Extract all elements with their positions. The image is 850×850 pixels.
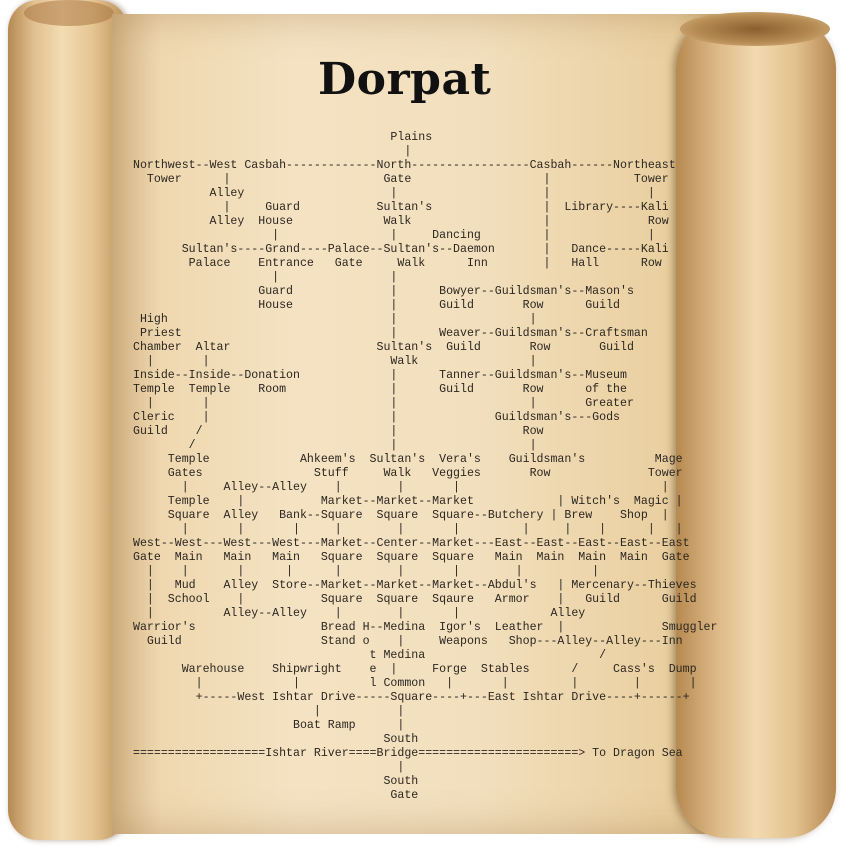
map-line: | Alley--Alley | | | Alley	[133, 607, 586, 620]
map-line: South	[133, 775, 419, 788]
map-line: |	[133, 145, 412, 158]
map-line: | | | | | | | | | | |	[133, 523, 683, 536]
map-line: Palace Entrance Gate Walk Inn | Hall Row	[133, 257, 662, 270]
map-line: Cleric | | Guildsman's---Gods	[133, 411, 621, 424]
map-line: t Medina /	[133, 649, 607, 662]
map-line: Inside--Inside--Donation | Tanner--Guild…	[133, 369, 627, 382]
map-line: | | l Common | | | | |	[133, 677, 697, 690]
map-title: Dorpat	[318, 54, 492, 105]
map-line: | Alley--Alley | | | |	[133, 481, 669, 494]
map-line: Priest | Weaver--Guildsman's--Craftsman	[133, 327, 648, 340]
scroll-left-roll-end	[24, 0, 114, 26]
map-line: | | Walk |	[133, 355, 537, 368]
scroll-left-roll	[8, 0, 128, 840]
map-line: / | |	[133, 439, 537, 452]
scroll-right-roll-end	[680, 12, 830, 46]
map-line: Sultan's----Grand----Palace--Sultan's--D…	[133, 243, 669, 256]
map-line: Northwest--West Casbah-------------North…	[133, 159, 676, 172]
map-line: | |	[133, 705, 405, 718]
parchment-sheet	[112, 14, 722, 834]
map-line: Gates Stuff Walk Veggies Row Tower	[133, 467, 683, 480]
map-line: Gate	[133, 789, 419, 802]
map-line: | Mud Alley Store--Market--Market--Marke…	[133, 579, 697, 592]
map-line: ===================Ishtar River====Bridg…	[133, 747, 683, 760]
map-line: | | | | Greater	[133, 397, 634, 410]
map-line: Tower | Gate | Tower	[133, 173, 669, 186]
map-line: Warrior's Bread H--Medina Igor's Leather…	[133, 621, 718, 634]
scroll-right-roll	[676, 18, 836, 838]
map-line: West--West---West---West---Market--Cente…	[133, 537, 690, 550]
map-line: Temple Ahkeem's Sultan's Vera's Guildsma…	[133, 453, 683, 466]
map-line: Chamber Altar Sultan's Guild Row Guild	[133, 341, 634, 354]
map-line: Square Alley Bank--Square Square Square-…	[133, 509, 669, 522]
map-line: | Guard Sultan's | Library----Kali	[133, 201, 669, 214]
map-line: | | Dancing | |	[133, 229, 655, 242]
map-line: Guard | Bowyer--Guildsman's--Mason's	[133, 285, 634, 298]
map-line: Gate Main Main Main Square Square Square…	[133, 551, 690, 564]
map-line: Warehouse Shipwright e | Forge Stables /…	[133, 663, 697, 676]
map-line: South	[133, 733, 419, 746]
map-line: +-----West Ishtar Drive-----Square----+-…	[133, 691, 690, 704]
map-line: Boat Ramp |	[133, 719, 405, 732]
map-line: | |	[133, 271, 398, 284]
map-line: High | |	[133, 313, 537, 326]
map-line: Temple Temple Room | Guild Row of the	[133, 383, 627, 396]
map-line: Plains	[133, 131, 433, 144]
map-line: |	[133, 761, 405, 774]
map-line: Guild Stand o | Weapons Shop---Alley--Al…	[133, 635, 683, 648]
map-line: House | Guild Row Guild	[133, 299, 621, 312]
map-line: Alley House Walk | Row	[133, 215, 669, 228]
map-line: | | | | | | | | |	[133, 565, 600, 578]
map-line: Guild / | Row	[133, 425, 544, 438]
map-line: | School | Square Square Sqaure Armor | …	[133, 593, 697, 606]
map-line: Temple | Market--Market--Market | Witch'…	[133, 495, 683, 508]
map-line: Alley | | |	[133, 187, 655, 200]
ascii-city-map: Plains | Northwest--West Casbah---------…	[133, 131, 717, 803]
